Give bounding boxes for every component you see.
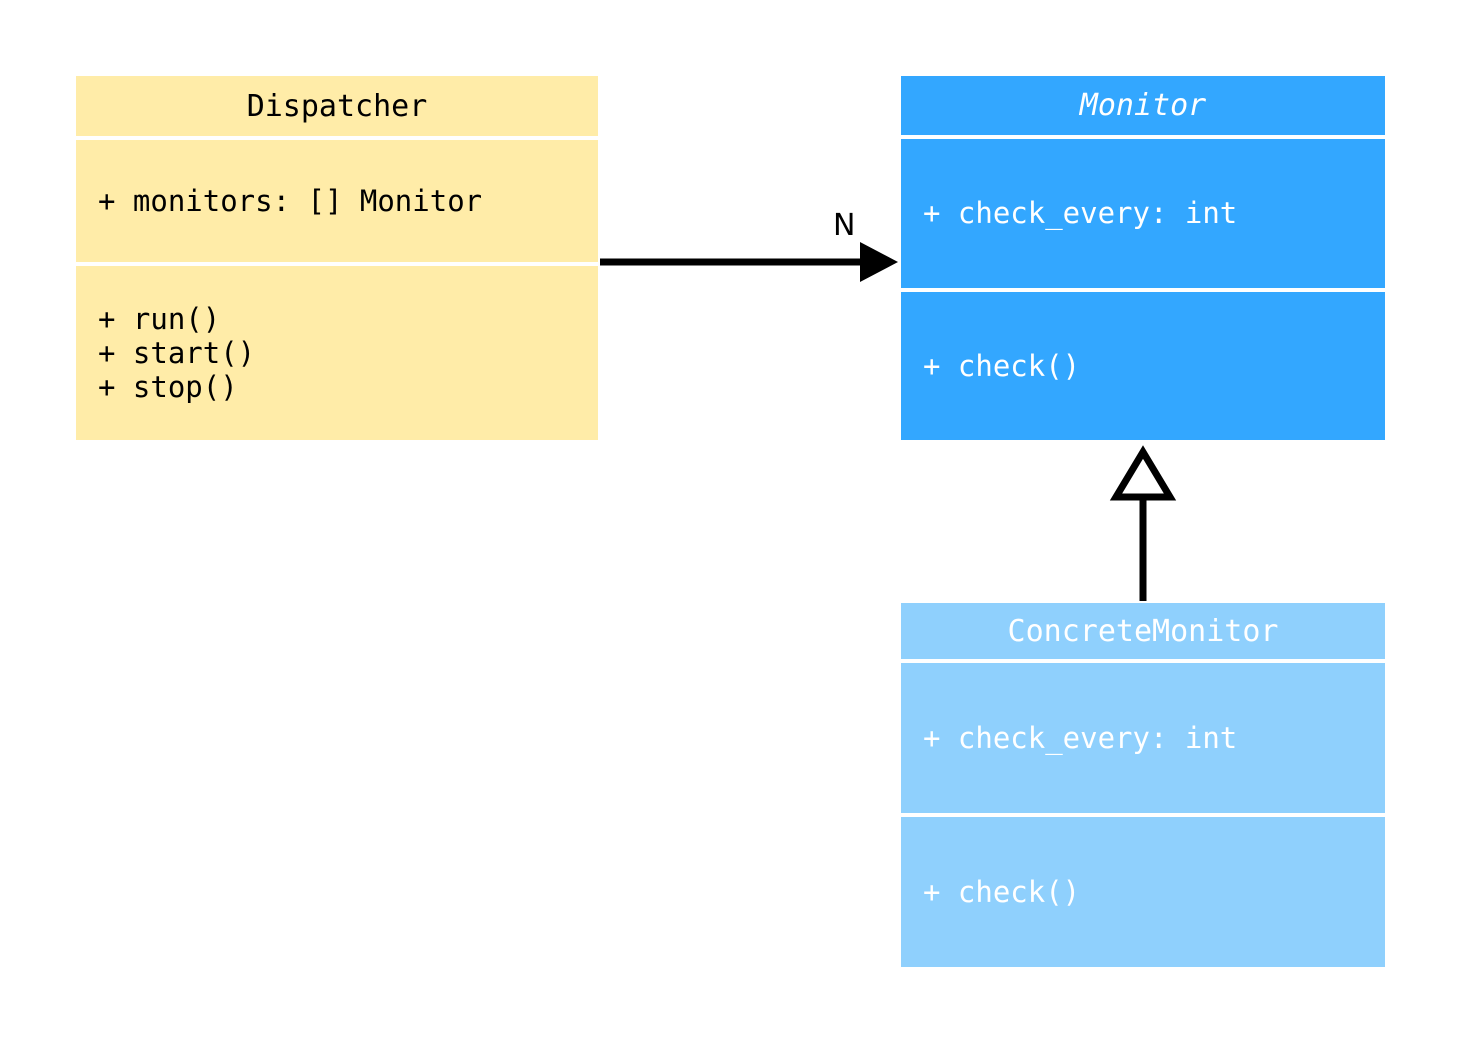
class-methods-monitor: + check() bbox=[901, 292, 1385, 440]
class-attributes-monitor: + check_every: int bbox=[901, 139, 1385, 288]
class-methods-dispatcher: + run() + start() + stop() bbox=[76, 266, 598, 440]
filled-arrowhead-icon bbox=[860, 242, 898, 282]
class-box-dispatcher[interactable]: Dispatcher + monitors: [] Monitor + run(… bbox=[76, 76, 598, 444]
association-multiplicity-label: N bbox=[833, 208, 856, 243]
class-methods-concrete-monitor: + check() bbox=[901, 817, 1385, 967]
generalization-concrete-monitor bbox=[1109, 445, 1177, 601]
hollow-triangle-arrowhead-icon bbox=[1109, 445, 1177, 501]
class-box-monitor[interactable]: Monitor + check_every: int + check() bbox=[901, 76, 1385, 444]
class-box-concrete-monitor[interactable]: ConcreteMonitor + check_every: int + che… bbox=[901, 603, 1385, 971]
class-title-monitor: Monitor bbox=[901, 76, 1385, 135]
class-title-concrete-monitor: ConcreteMonitor bbox=[901, 603, 1385, 659]
class-title-dispatcher: Dispatcher bbox=[76, 76, 598, 136]
class-attributes-dispatcher: + monitors: [] Monitor bbox=[76, 140, 598, 262]
class-attributes-concrete-monitor: + check_every: int bbox=[901, 663, 1385, 813]
association-dispatcher-monitor bbox=[600, 242, 898, 282]
